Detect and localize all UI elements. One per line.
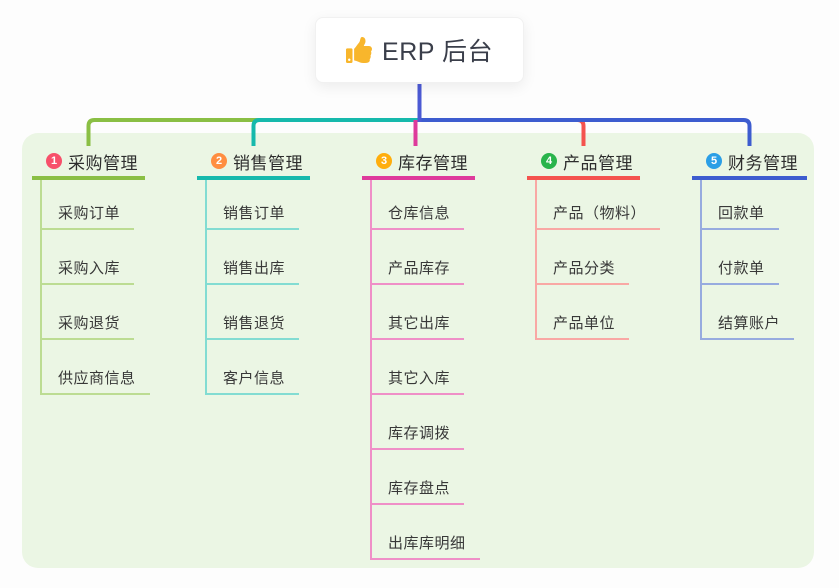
branch-children-list: 销售订单销售出库销售退货客户信息: [205, 180, 310, 395]
child-node[interactable]: 结算账户: [702, 285, 795, 340]
branch-title: 产品管理: [563, 153, 633, 173]
child-node[interactable]: 销售订单: [207, 180, 300, 230]
child-node[interactable]: 产品分类: [537, 230, 630, 285]
child-node-label: 销售出库: [223, 260, 286, 277]
child-node-label: 结算账户: [718, 315, 781, 332]
child-node[interactable]: 供应商信息: [42, 340, 150, 395]
branch-number-badge: 4: [541, 153, 557, 169]
child-node[interactable]: 产品单位: [537, 285, 630, 340]
branch-title: 财务管理: [728, 153, 798, 173]
child-node-label: 采购退货: [58, 315, 121, 332]
child-node-label: 库存调拨: [388, 425, 451, 442]
branch-number-badge: 5: [706, 153, 722, 169]
mindmap-panel: [22, 133, 814, 568]
branch-column-2: 2 销售管理销售订单销售出库销售退货客户信息: [197, 146, 310, 395]
branch-children-list: 采购订单采购入库采购退货供应商信息: [40, 180, 150, 395]
branch-node-4[interactable]: 4 产品管理: [527, 146, 640, 180]
root-node-erp[interactable]: ERP 后台: [315, 17, 524, 83]
branch-column-4: 4 产品管理产品（物料） 产品分类产品单位: [527, 146, 661, 340]
branch-node-1[interactable]: 1 采购管理: [32, 146, 145, 180]
child-node[interactable]: 产品（物料）: [537, 180, 661, 230]
root-node-title: ERP 后台: [382, 38, 493, 66]
branch-number-badge: 2: [211, 153, 227, 169]
child-node[interactable]: 销售出库: [207, 230, 300, 285]
child-node-label: 供应商信息: [58, 370, 136, 387]
child-node[interactable]: 产品库存: [372, 230, 465, 285]
child-node-label: 客户信息: [223, 370, 286, 387]
child-node[interactable]: 采购入库: [42, 230, 135, 285]
child-node-label: 产品分类: [553, 260, 616, 277]
child-node-label: 采购订单: [58, 205, 121, 222]
thumbs-up-icon: [346, 37, 373, 63]
child-node[interactable]: 采购订单: [42, 180, 135, 230]
branch-title: 库存管理: [398, 153, 468, 173]
child-node[interactable]: 销售退货: [207, 285, 300, 340]
child-node[interactable]: 其它入库: [372, 340, 465, 395]
child-node[interactable]: 库存盘点: [372, 450, 465, 505]
branch-children-list: 产品（物料） 产品分类产品单位: [535, 180, 661, 340]
branch-number-badge: 3: [376, 153, 392, 169]
child-node[interactable]: 付款单: [702, 230, 779, 285]
child-node[interactable]: 出库库明细: [372, 505, 480, 560]
branch-column-3: 3 库存管理仓库信息产品库存其它出库其它入库库存调拨库存盘点出库库明细: [362, 146, 480, 560]
child-node[interactable]: 采购退货: [42, 285, 135, 340]
branch-title: 采购管理: [68, 153, 138, 173]
child-node-label: 产品库存: [388, 260, 451, 277]
child-node-label: 回款单: [718, 205, 765, 222]
child-node-label: 产品（物料）: [553, 205, 647, 222]
child-node[interactable]: 其它出库: [372, 285, 465, 340]
branch-node-5[interactable]: 5 财务管理: [692, 146, 807, 180]
child-node-label: 出库库明细: [388, 535, 466, 552]
child-node-label: 仓库信息: [388, 205, 451, 222]
child-node[interactable]: 客户信息: [207, 340, 300, 395]
child-node-label: 其它入库: [388, 370, 451, 387]
branch-column-1: 1 采购管理采购订单采购入库采购退货供应商信息: [32, 146, 150, 395]
branch-children-list: 仓库信息产品库存其它出库其它入库库存调拨库存盘点出库库明细: [370, 180, 480, 560]
child-node-label: 付款单: [718, 260, 765, 277]
branch-node-3[interactable]: 3 库存管理: [362, 146, 475, 180]
branch-node-2[interactable]: 2 销售管理: [197, 146, 310, 180]
child-node[interactable]: 仓库信息: [372, 180, 465, 230]
child-node-label: 库存盘点: [388, 480, 451, 497]
branch-number-badge: 1: [46, 153, 62, 169]
child-node-label: 采购入库: [58, 260, 121, 277]
child-node-label: 产品单位: [553, 315, 616, 332]
child-node-label: 销售订单: [223, 205, 286, 222]
branch-children-list: 回款单付款单结算账户: [700, 180, 807, 340]
child-node-label: 销售退货: [223, 315, 286, 332]
branch-column-5: 5 财务管理回款单付款单结算账户: [692, 146, 807, 340]
child-node[interactable]: 库存调拨: [372, 395, 465, 450]
child-node-label: 其它出库: [388, 315, 451, 332]
child-node[interactable]: 回款单: [702, 180, 779, 230]
branch-title: 销售管理: [233, 153, 303, 173]
